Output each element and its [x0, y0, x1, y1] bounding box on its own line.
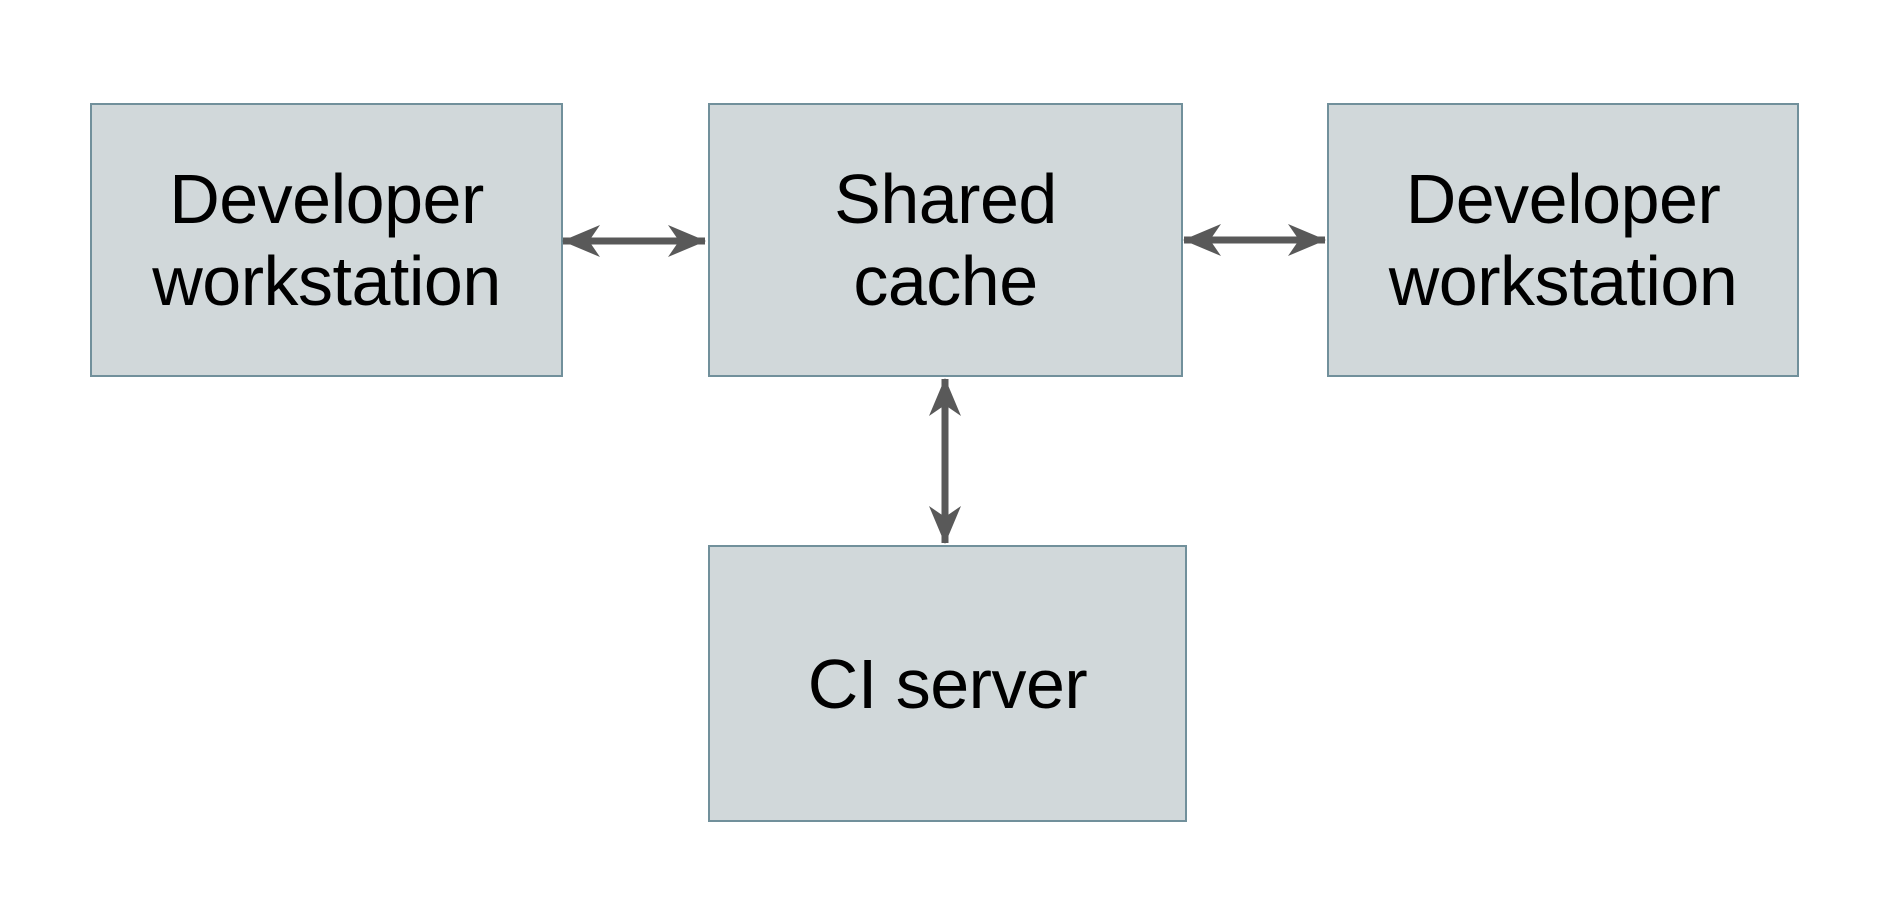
node-developer-workstation-right: Developer workstation	[1327, 103, 1799, 377]
bidirectional-arrow-left-workstation-to-cache	[562, 225, 706, 257]
node-label-shared-cache: Shared cache	[834, 160, 1057, 320]
bidirectional-arrow-cache-to-ci-server	[929, 378, 961, 544]
node-label-ci-server: CI server	[807, 644, 1088, 723]
node-ci-server: CI server	[708, 545, 1187, 822]
node-label-developer-workstation-left: Developer workstation	[152, 160, 501, 320]
node-label-developer-workstation-right: Developer workstation	[1388, 160, 1738, 320]
node-shared-cache: Shared cache	[708, 103, 1183, 377]
bidirectional-arrow-cache-to-right-workstation	[1183, 224, 1326, 256]
node-developer-workstation-left: Developer workstation	[90, 103, 563, 377]
